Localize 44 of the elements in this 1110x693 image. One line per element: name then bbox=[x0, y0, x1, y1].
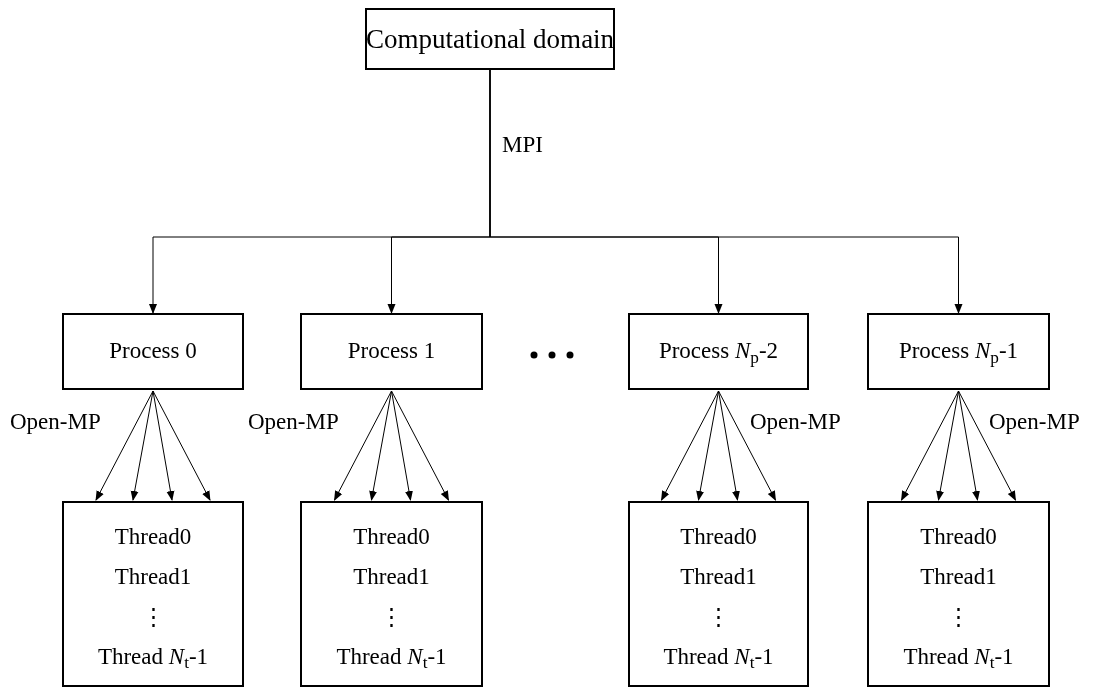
arrow bbox=[718, 390, 740, 501]
thread-label: Thread N$_{t}$-1 bbox=[663, 643, 774, 675]
thread-label: ⋮ bbox=[707, 603, 730, 631]
thread-label: ⋮ bbox=[141, 603, 165, 631]
arrow bbox=[391, 390, 413, 501]
thread-label: Thread0 bbox=[680, 523, 757, 551]
arrow bbox=[152, 390, 211, 501]
thread-label: ⋮ bbox=[380, 603, 403, 631]
thread-label: Thread0 bbox=[114, 523, 192, 551]
node-label: Process N$_{p}$-2 bbox=[658, 337, 779, 369]
node-label: Process N$_{p}$-1 bbox=[898, 337, 1019, 369]
thread-label: Thread N$_{t}$-1 bbox=[97, 643, 209, 675]
process-box bbox=[867, 313, 1050, 390]
thread-label: Thread1 bbox=[114, 563, 192, 591]
arrow bbox=[661, 390, 719, 501]
process-box bbox=[628, 313, 809, 390]
thread-label: Thread1 bbox=[920, 563, 997, 591]
arrow bbox=[334, 390, 392, 501]
thread-label: Thread N$_{t}$-1 bbox=[903, 643, 1014, 675]
arrow bbox=[391, 390, 449, 501]
arrow bbox=[95, 390, 154, 501]
process-box bbox=[62, 313, 244, 390]
thread-label: Thread1 bbox=[353, 563, 430, 591]
thread-box bbox=[300, 501, 483, 687]
thread-box bbox=[867, 501, 1050, 687]
arrow bbox=[958, 390, 980, 501]
node-label: Process 0 bbox=[109, 337, 197, 366]
thread-label: Thread0 bbox=[353, 523, 430, 551]
arrow bbox=[958, 390, 1016, 501]
thread-label: Thread1 bbox=[680, 563, 757, 591]
process-box bbox=[300, 313, 483, 390]
node-label: Computational domain bbox=[365, 22, 615, 56]
thread-label: Thread N$_{t}$-1 bbox=[336, 643, 447, 675]
arrow bbox=[901, 390, 959, 501]
arrow bbox=[718, 390, 776, 501]
arrow bbox=[489, 69, 963, 314]
domain-box bbox=[365, 8, 615, 70]
arrow bbox=[152, 390, 175, 501]
thread-box bbox=[62, 501, 244, 687]
thread-box bbox=[628, 501, 809, 687]
arrow bbox=[130, 390, 154, 501]
node-label: Process 1 bbox=[347, 337, 436, 366]
thread-label: ⋮ bbox=[947, 603, 970, 631]
thread-label: Thread0 bbox=[920, 523, 997, 551]
